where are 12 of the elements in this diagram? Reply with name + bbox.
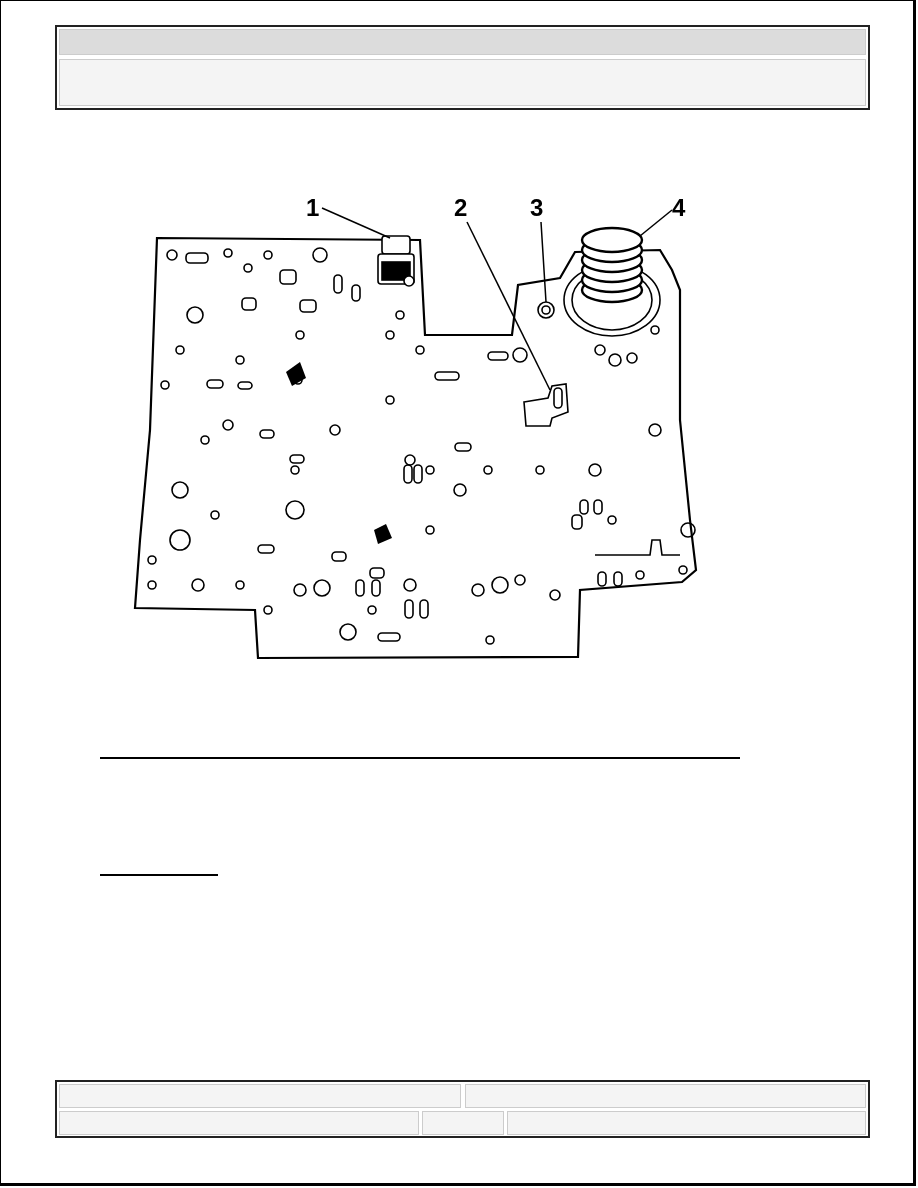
leader-line — [466, 221, 551, 391]
leader-line — [321, 207, 391, 239]
spring-part — [563, 226, 661, 337]
callout-number: 3 — [530, 196, 544, 220]
leader-line — [639, 209, 673, 237]
callout-number: 2 — [454, 196, 468, 220]
connector-part — [377, 235, 415, 287]
callout-number: 4 — [672, 196, 686, 220]
callout-number: 1 — [306, 196, 320, 220]
check-ball-part — [537, 301, 555, 319]
leader-line — [540, 221, 547, 303]
bracket-part — [523, 383, 569, 427]
